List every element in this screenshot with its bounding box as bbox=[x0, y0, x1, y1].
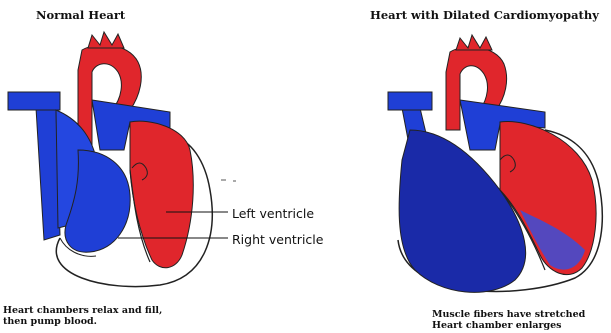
left-ventricle-label: Left ventricle bbox=[232, 206, 314, 221]
dilated-heart-caption: Muscle fibers have stretched Heart chamb… bbox=[432, 309, 585, 331]
normal-left-chambers bbox=[130, 121, 193, 268]
normal-caption-line-1: Heart chambers relax and fill, bbox=[3, 305, 162, 316]
dilated-caption-line-2: Heart chamber enlarges bbox=[432, 320, 585, 331]
normal-left-pulmonary-veins bbox=[8, 92, 60, 110]
normal-aortic-branches bbox=[88, 32, 124, 48]
dilated-left-pulmonary-veins bbox=[388, 92, 432, 110]
normal-heart-caption: Heart chambers relax and fill, then pump… bbox=[3, 305, 162, 327]
dilated-caption-line-1: Muscle fibers have stretched bbox=[432, 309, 585, 320]
dilated-aortic-branches bbox=[456, 35, 492, 50]
dilated-heart-illustration bbox=[388, 35, 602, 292]
right-ventricle-label: Right ventricle bbox=[232, 232, 323, 247]
normal-heart-illustration bbox=[8, 32, 236, 287]
normal-caption-line-2: then pump blood. bbox=[3, 316, 162, 327]
